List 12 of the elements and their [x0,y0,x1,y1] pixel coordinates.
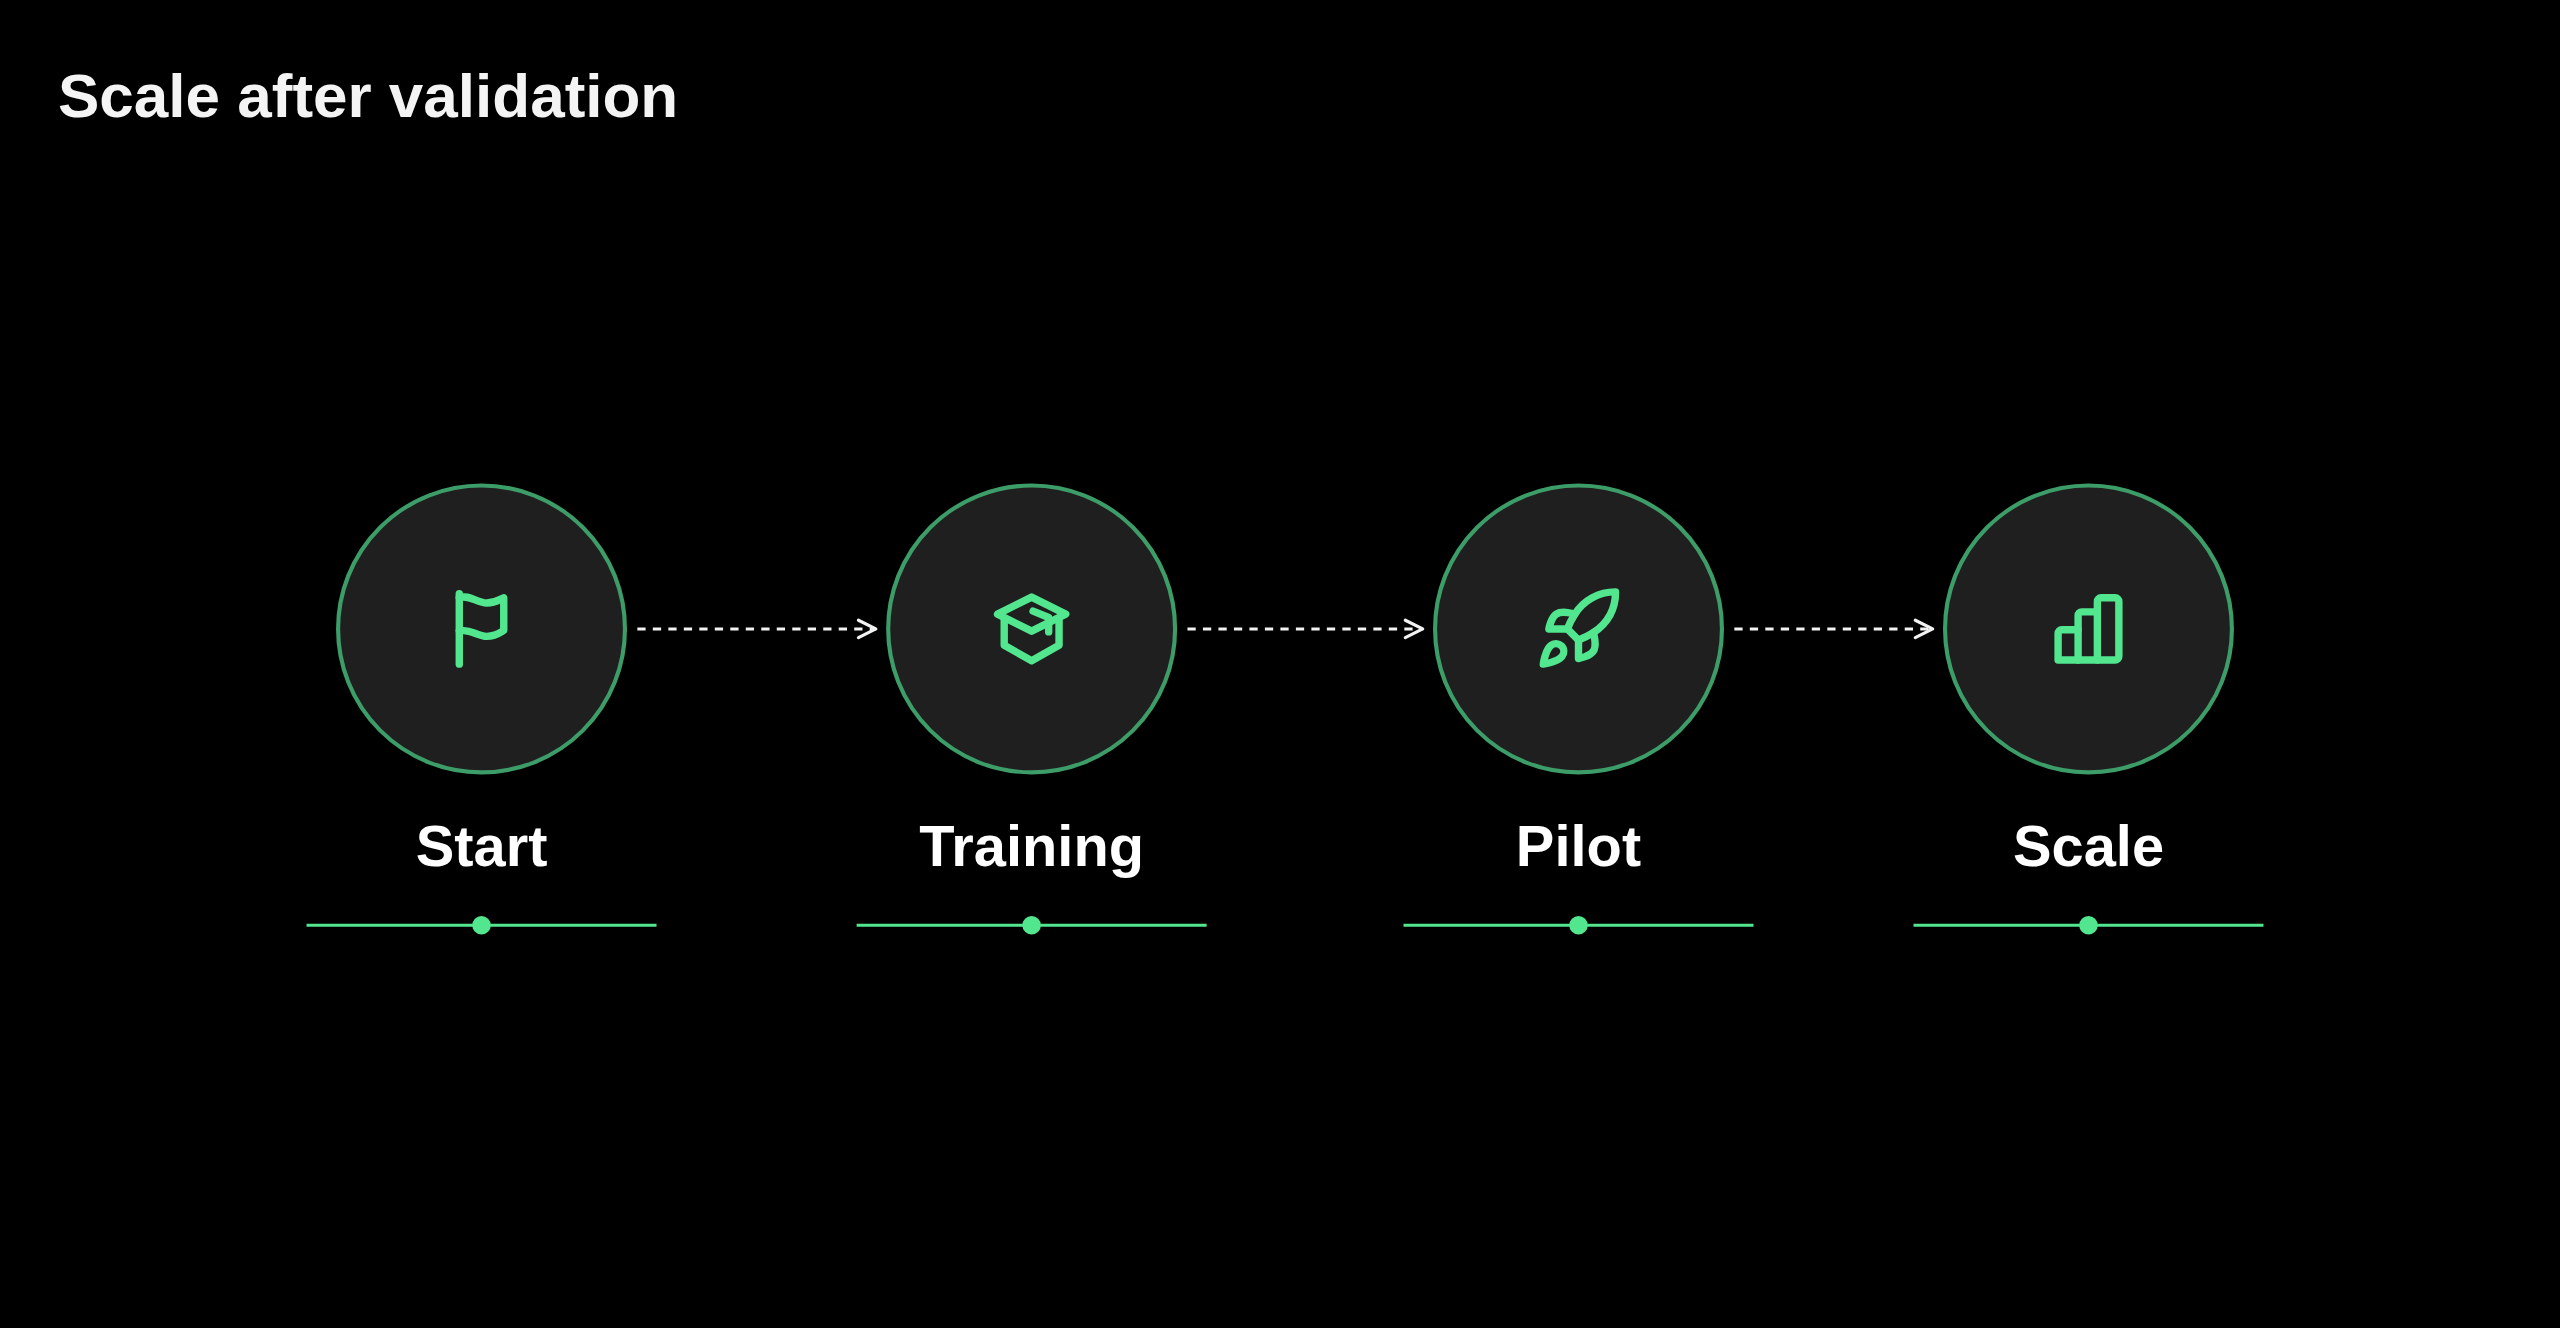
arrow [1734,618,1935,640]
step-label: Scale [2012,812,2165,881]
step-label: Pilot [1515,812,1642,881]
step-label: Start [415,812,548,881]
node-circle [1942,483,2234,775]
node-circle [1433,483,1724,775]
step-label: Training [919,812,1145,881]
arrow [1187,618,1425,640]
diagram-title: Scale after validation [58,60,679,132]
arrow [637,618,878,640]
node-circle [336,483,628,775]
node-circle [886,483,1178,775]
